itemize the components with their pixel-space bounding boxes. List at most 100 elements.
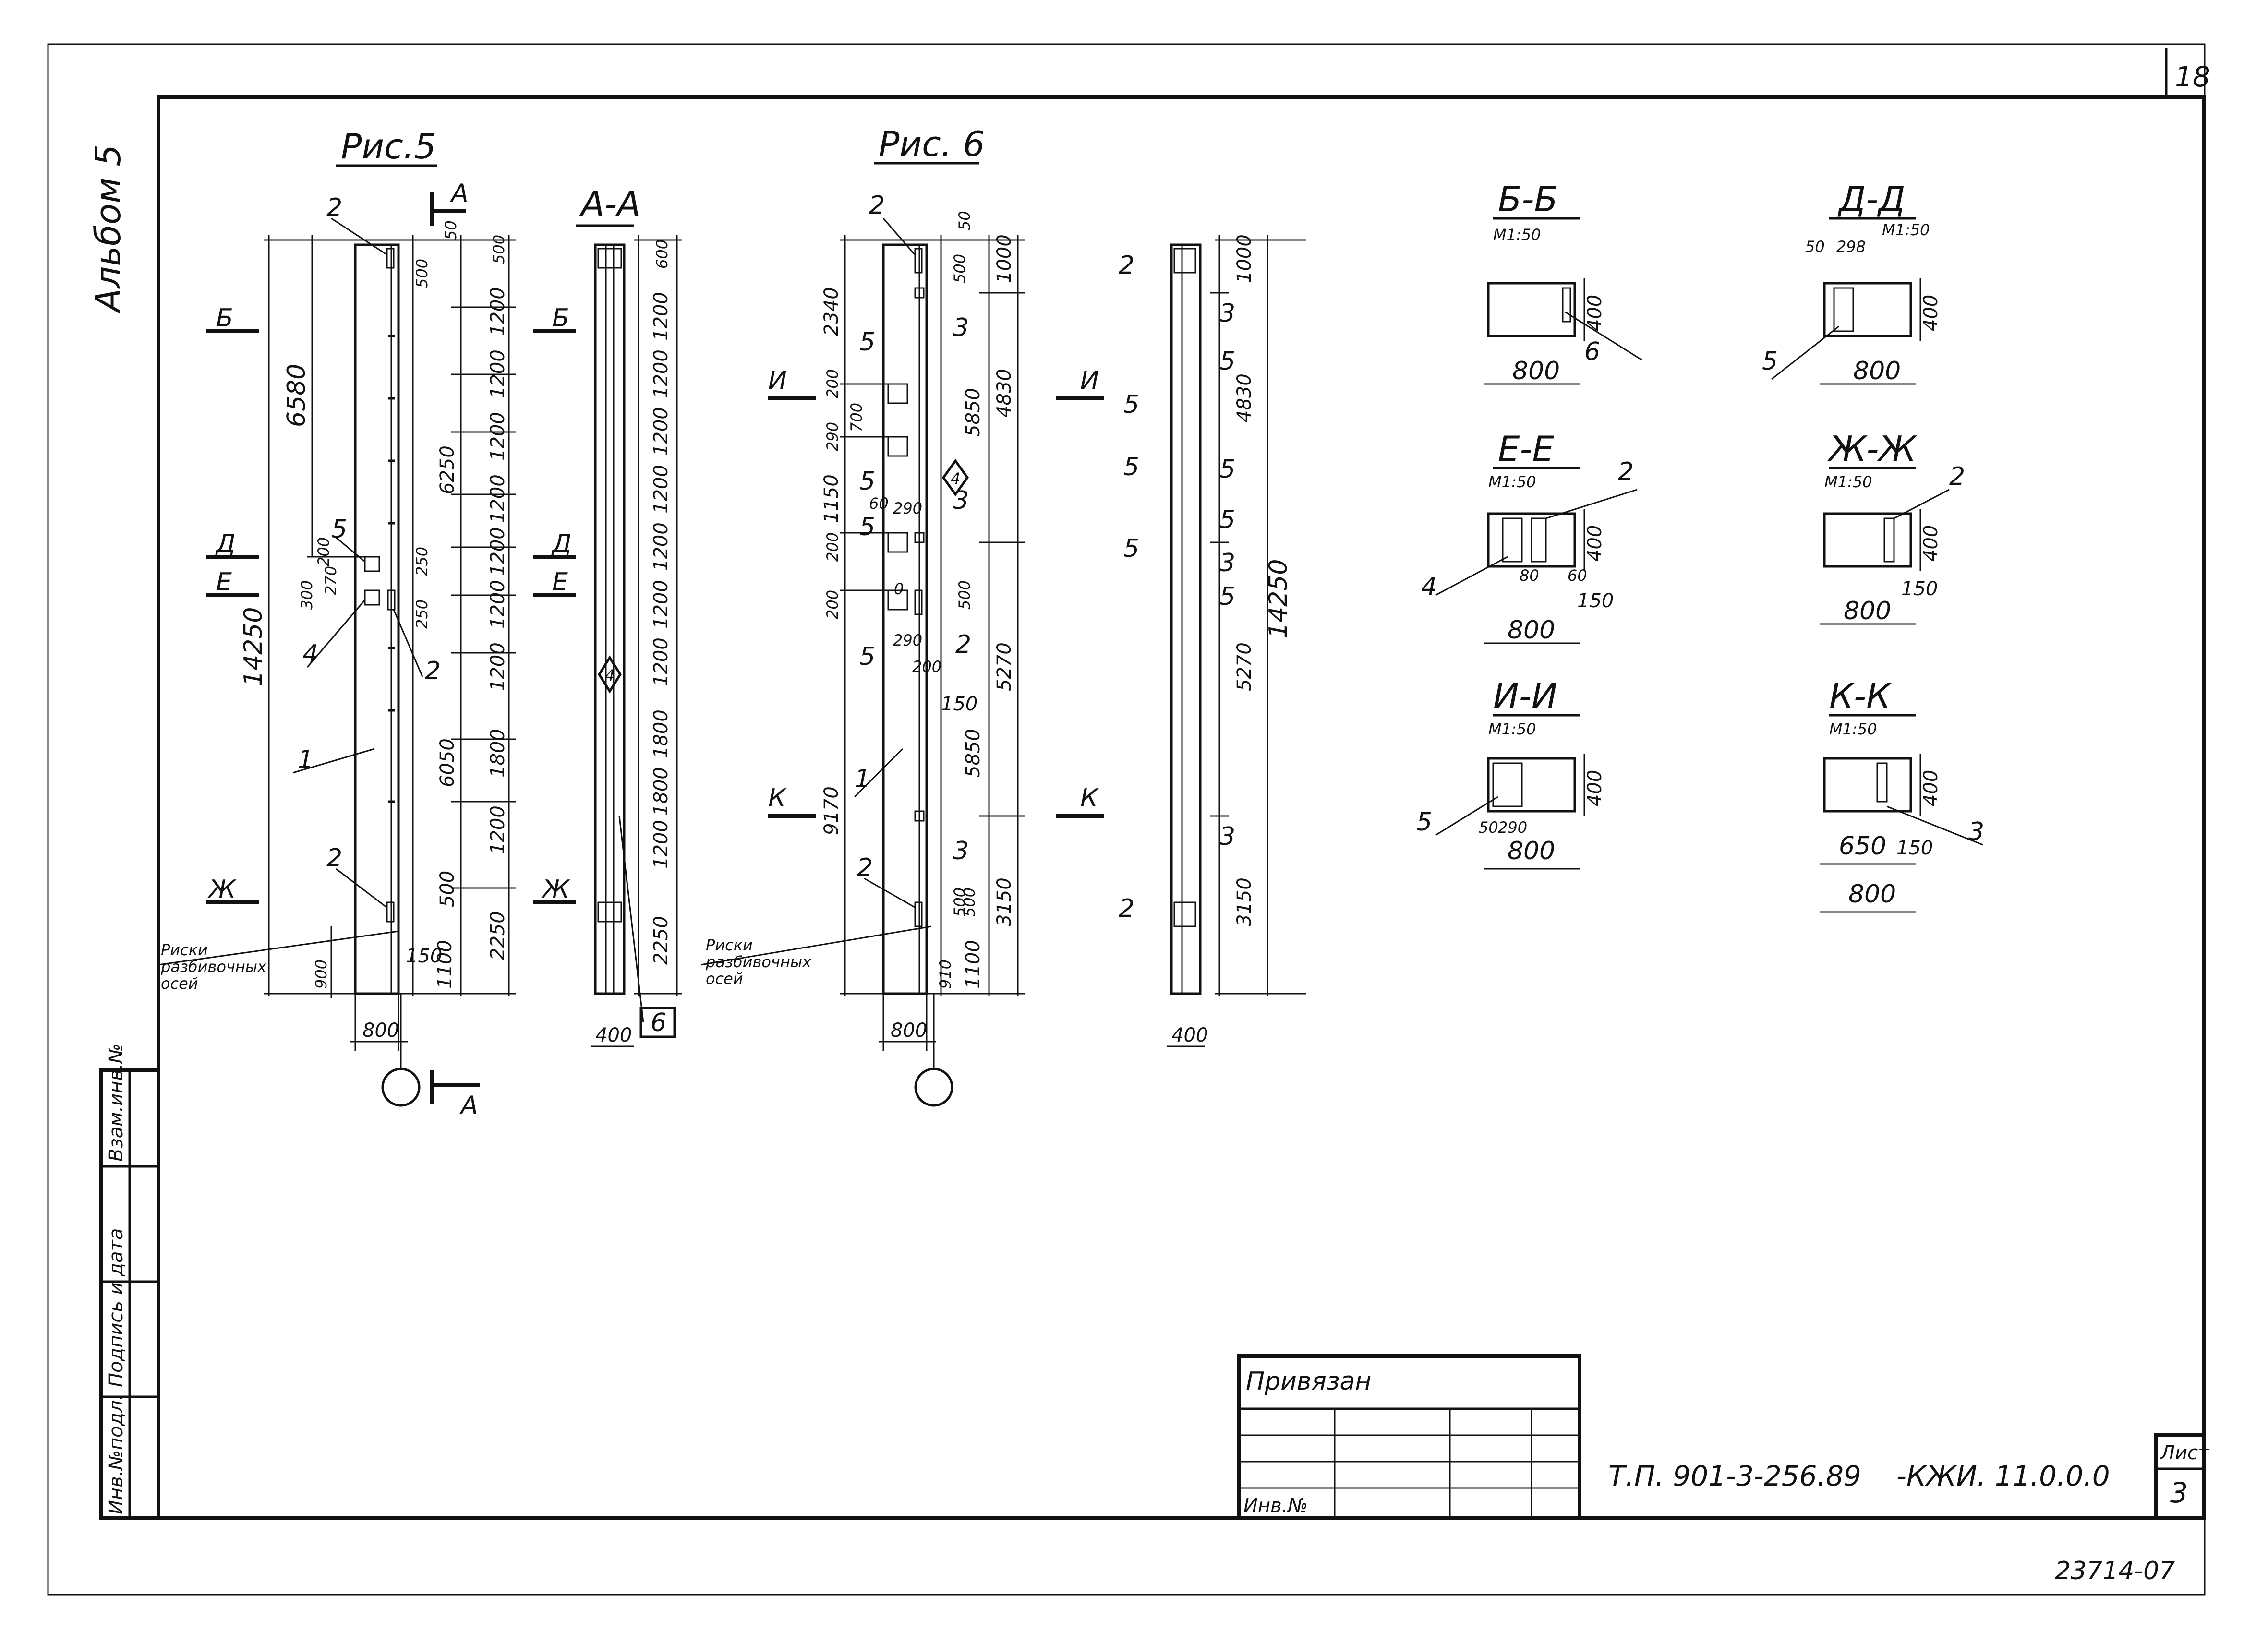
section-dd-title: Д-Д xyxy=(1837,179,1905,219)
side6-width: 400 xyxy=(1171,1024,1208,1046)
side6-dim-1: 4830 xyxy=(1233,373,1255,422)
side6-mark-5b: 5 xyxy=(1219,347,1235,376)
sectionAA-chain-9: 1800 xyxy=(650,767,672,816)
fig5-cut-A-bottom: А xyxy=(459,1091,478,1120)
section-dd-w: 800 xyxy=(1853,357,1901,385)
sheet-number: 18 xyxy=(2175,60,2210,93)
section-ee-mark2: 2 xyxy=(1618,457,1634,486)
fig6-d290b: 290 xyxy=(893,499,922,517)
side6-mark-2b: 2 xyxy=(1119,894,1134,923)
sheet-frame xyxy=(47,43,2206,1596)
section-ii-h: 400 xyxy=(1584,770,1606,806)
side6-mark-5a: 5 xyxy=(1123,390,1139,419)
fig5-mark-5: 5 xyxy=(331,515,347,544)
fig5-width: 800 xyxy=(362,1020,399,1042)
fig6-d500c: 500 xyxy=(951,888,969,917)
fig5-group-dim-1: 6050 xyxy=(436,738,458,787)
fig6-d4830: 4830 xyxy=(993,369,1015,418)
section-zhzh-c: 150 xyxy=(1901,578,1938,600)
fig5-d200: 200 xyxy=(314,537,333,566)
title-project-code: Т.П. 901-3-256.89 xyxy=(1608,1460,1861,1492)
fig6-mark-3c: 3 xyxy=(953,837,969,865)
fig5-cut-D-left: Д xyxy=(215,529,236,558)
section-ee-c: 150 xyxy=(1577,590,1614,612)
side6-mark-3a: 3 xyxy=(1219,299,1235,328)
section-dd-a: 50 xyxy=(1805,238,1825,256)
fig6-d60: 60 xyxy=(869,494,889,513)
fig6-d700: 700 xyxy=(847,403,866,432)
title-list-label: Лист xyxy=(2159,1442,2210,1464)
fig6-d200b: 200 xyxy=(823,532,842,562)
section-kk-b: 150 xyxy=(1896,837,1933,859)
fig5-note-line2: разбивочных xyxy=(160,958,267,976)
fig6-mark-5d: 5 xyxy=(859,642,875,671)
section-kk-w: 800 xyxy=(1848,880,1896,909)
sectionAA-chain-3: 1200 xyxy=(650,407,672,456)
section-ee-a: 80 xyxy=(1520,566,1539,585)
fig6-width: 800 xyxy=(891,1020,927,1042)
sectionAA-chain-1: 1200 xyxy=(650,292,672,341)
fig5-d300: 300 xyxy=(298,580,316,610)
fig5-upper-dim: 6580 xyxy=(282,364,311,427)
fig5-cut-B-left: Б xyxy=(216,304,233,333)
section-bb-w: 800 xyxy=(1512,357,1560,385)
title-doc-code: -КЖИ. 11.0.0.0 xyxy=(1896,1460,2110,1492)
side6-mark-5f: 5 xyxy=(1219,582,1235,611)
side6-mark-5c: 5 xyxy=(1123,453,1139,481)
section-zhzh-w: 800 xyxy=(1844,597,1891,625)
sectionAA-chain-11: 2250 xyxy=(650,916,672,965)
fig6-d5270: 5270 xyxy=(993,642,1015,691)
fig6-d200c: 200 xyxy=(823,590,842,619)
section-ee-b: 60 xyxy=(1568,566,1587,585)
fig5-chain-10: 2250 xyxy=(487,911,509,960)
fig6-d290: 290 xyxy=(823,422,842,451)
side6-mark-3b: 3 xyxy=(1219,549,1235,577)
fig5-chain-2: 1200 xyxy=(487,349,509,398)
fig5-drawing xyxy=(158,164,576,1107)
sectionAA-width: 400 xyxy=(595,1024,632,1046)
section-ii-b: 290 xyxy=(1498,818,1527,837)
fig5-chain-3: 1200 xyxy=(487,412,509,461)
fig5-cut-B-right: Б xyxy=(552,304,569,333)
fig6-d290: 290 xyxy=(893,631,922,649)
section-bb-title: Б-Б xyxy=(1498,179,1558,219)
stamp-vzam-inv: Взам.инв.№ xyxy=(105,1044,127,1162)
sectionAA-chain-5: 1200 xyxy=(650,522,672,571)
fig5-chain-9: 1200 xyxy=(487,805,509,854)
fig5-ticks xyxy=(388,335,395,803)
sectionAA-title: А-А xyxy=(579,184,641,224)
fig6-cut-I-right: И xyxy=(1080,366,1099,395)
fig5-lower-dim-1: 1100 xyxy=(434,940,456,989)
section-dd-scale: М1:50 xyxy=(1882,221,1930,239)
section-kk-scale: М1:50 xyxy=(1829,720,1877,738)
fig6-d500b: 500 xyxy=(955,580,974,610)
section-ii-mark5: 5 xyxy=(1416,808,1432,837)
side6-mark-2a: 2 xyxy=(1119,251,1134,280)
fig6-mark-2b: 2 xyxy=(955,630,971,659)
section-bb-h: 400 xyxy=(1584,295,1606,331)
fig5-mark-2a: 2 xyxy=(326,193,342,222)
fig5-overall-height: 14250 xyxy=(239,607,268,686)
fig6-mark-5c: 5 xyxy=(859,513,875,541)
fig6-d5850b: 5850 xyxy=(962,729,984,778)
fig5-mark-2c: 2 xyxy=(326,844,342,873)
fig6-mark-3a: 3 xyxy=(953,313,969,342)
side6-dim-2: 5270 xyxy=(1233,642,1255,691)
section-dd-mark: 5 xyxy=(1762,347,1778,376)
fig6-d200: 200 xyxy=(912,658,941,676)
sectionAA-diamond-label: 4 xyxy=(605,666,615,684)
section-zhzh-title: Ж-Ж xyxy=(1827,429,1918,469)
section-kk-a: 650 xyxy=(1839,832,1886,861)
fig5-cut-ZH-left: Ж xyxy=(207,875,237,904)
fig5-cut-A-top: А xyxy=(450,179,469,208)
section-ee-w: 800 xyxy=(1508,616,1555,645)
section-dd-h: 400 xyxy=(1920,295,1942,331)
section-ii-a: 50 xyxy=(1479,818,1498,837)
fig6-mark-2c: 2 xyxy=(857,853,873,882)
side6-mark-5e: 5 xyxy=(1123,534,1139,563)
side-stamp xyxy=(99,1068,160,1520)
fig5-d500a: 500 xyxy=(413,259,431,288)
side6-overall: 14250 xyxy=(1264,559,1293,638)
title-privyazan: Привязан xyxy=(1246,1367,1371,1396)
section-ii-w: 800 xyxy=(1508,837,1555,865)
